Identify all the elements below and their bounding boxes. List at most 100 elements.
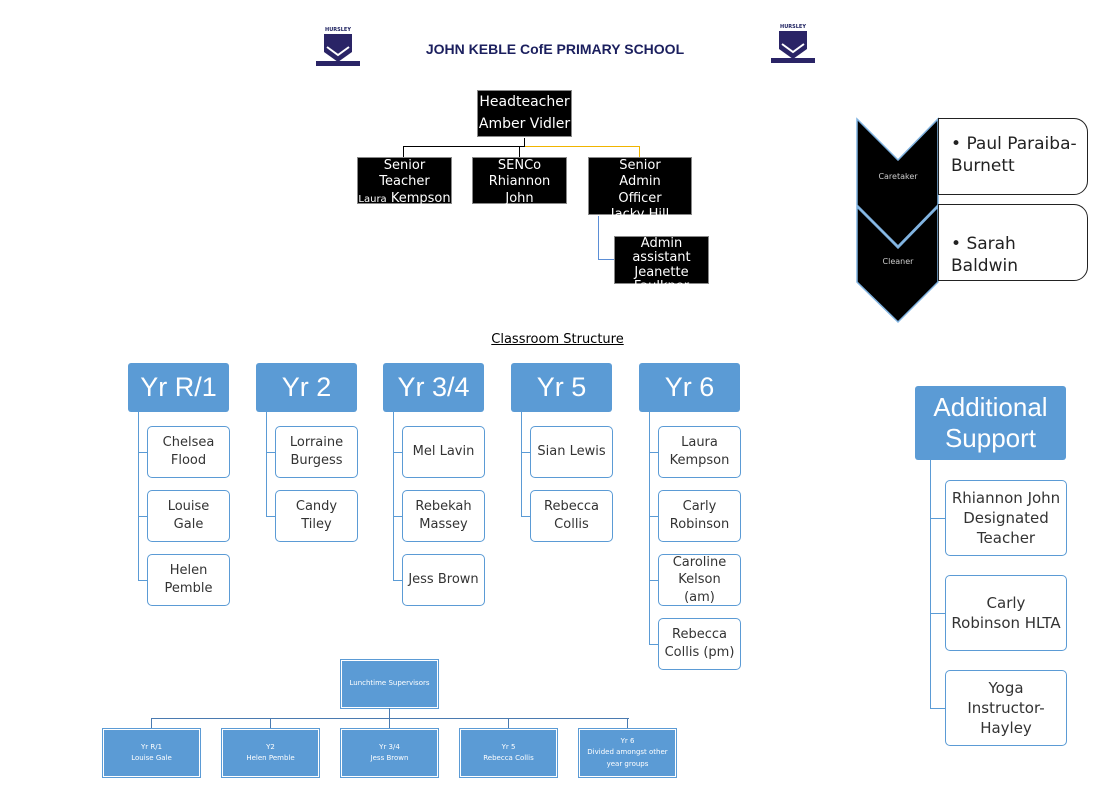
staff-box: Laura Kempson (658, 426, 741, 478)
connector-line (138, 452, 147, 453)
group-year: Yr 5 (501, 742, 516, 751)
connector-line (393, 412, 394, 580)
additional-staff-box: Rhiannon John Designated Teacher (945, 480, 1067, 556)
staff-box: Chelsea Flood (147, 426, 230, 478)
connector-line (138, 412, 139, 580)
role: Headteacher (479, 93, 570, 110)
connector-line (649, 644, 658, 645)
cleaner-name: Sarah Baldwin (951, 234, 1018, 277)
connector-line (389, 718, 390, 729)
year-header: Yr 2 (256, 363, 357, 412)
staff-box: Louise Gale (147, 490, 230, 542)
name: Laura Kempson (358, 191, 451, 207)
connector-line (649, 452, 658, 453)
school-title: JOHN KEBLE CofE PRIMARY SCHOOL (425, 41, 685, 57)
role: Senior Admin Officer (618, 158, 662, 206)
connector-line (151, 718, 629, 719)
connector-line (138, 516, 147, 517)
cleaner-label: Cleaner (882, 257, 914, 266)
connector-line (151, 718, 152, 729)
group-year: Yr 3/4 (379, 742, 400, 751)
connector-line (649, 412, 650, 644)
group-year: Yr 6 (620, 737, 635, 746)
staff-box: Rebecca Collis (pm) (658, 618, 741, 670)
connector-line (393, 580, 402, 581)
year-header: Yr 6 (639, 363, 740, 412)
svg-text:HURSLEY: HURSLEY (325, 27, 351, 33)
connector-line (393, 516, 402, 517)
staff-box: Sian Lewis (530, 426, 613, 478)
lunchtime-header: Lunchtime Supervisors (340, 659, 439, 709)
staff-box: Candy Tiley (275, 490, 358, 542)
caretaker-name-box: • Paul Paraiba-Burnett (938, 118, 1088, 195)
role: Senior Teacher (379, 158, 430, 190)
staff-box: Helen Pemble (147, 554, 230, 606)
classroom-structure-title: Classroom Structure (491, 332, 624, 347)
staff-box: Mel Lavin (402, 426, 485, 478)
name: Jeanette Faulkner (633, 264, 690, 294)
school-crest-logo-right: HURSLEY (771, 24, 815, 63)
group-year: Y2 (266, 742, 275, 751)
first-name: Laura (358, 193, 387, 205)
year-header: Yr R/1 (128, 363, 229, 412)
staff-box: Carly Robinson (658, 490, 741, 542)
group-name: Rebecca Collis (483, 754, 534, 762)
group-name: Jess Brown (370, 754, 409, 762)
additional-support-header: Additional Support (915, 386, 1066, 460)
name: Rhiannon John (488, 174, 551, 206)
connector-line (930, 708, 945, 709)
connector-line (521, 412, 522, 516)
cleaner-chevron (856, 205, 939, 324)
connector-line (521, 452, 530, 453)
additional-staff-box: Yoga Instructor- Hayley (945, 670, 1067, 746)
caretaker-name: Paul Paraiba-Burnett (951, 134, 1077, 177)
connector-line (508, 718, 509, 729)
connector-line (649, 580, 658, 581)
svg-text:HURSLEY: HURSLEY (780, 24, 806, 30)
connector-line (270, 718, 271, 729)
connector-line (649, 516, 658, 517)
connector-line (930, 518, 945, 519)
name: Jacky Hill (610, 206, 670, 222)
group-name: Louise Gale (131, 754, 172, 762)
connector-line (138, 580, 147, 581)
connector-line (266, 452, 275, 453)
connector-line (521, 516, 530, 517)
year-header: Yr 3/4 (383, 363, 484, 412)
caretaker-label: Caretaker (878, 172, 918, 181)
cleaner-name-box: • Sarah Baldwin (938, 204, 1088, 281)
staff-box: Rebekah Massey (402, 490, 485, 542)
connector-line (266, 412, 267, 516)
connector-line (930, 613, 945, 614)
additional-staff-box: Carly Robinson HLTA (945, 575, 1067, 651)
connector-line (627, 718, 628, 729)
lunchtime-group-box: Yr 5 Rebecca Collis (459, 728, 558, 778)
connector-line (930, 460, 931, 708)
staff-box: Jess Brown (402, 554, 485, 606)
staff-box: Lorraine Burgess (275, 426, 358, 478)
role: SENCo (497, 158, 542, 173)
support-chevrons (856, 117, 939, 324)
school-crest-logo-left: HURSLEY (316, 27, 360, 66)
group-name: Helen Pemble (246, 754, 295, 762)
staff-box: Rebecca Collis (530, 490, 613, 542)
role: Admin assistant (632, 236, 691, 266)
connector-line (393, 452, 402, 453)
connector-line (389, 708, 390, 719)
group-year: Yr R/1 (140, 742, 163, 751)
year-header: Yr 5 (511, 363, 612, 412)
staff-box: Caroline Kelson (am) (658, 554, 741, 606)
last-name: Kempson (390, 190, 451, 206)
name: Amber Vidler (478, 116, 571, 132)
connector-line (266, 516, 275, 517)
